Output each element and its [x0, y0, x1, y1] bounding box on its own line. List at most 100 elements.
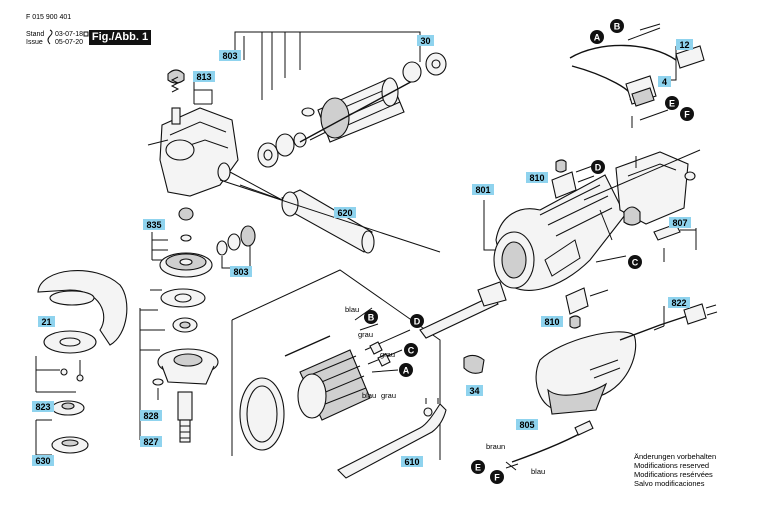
- marker-a-mid: A: [399, 363, 413, 377]
- svg-text:810: 810: [544, 317, 559, 327]
- switch-screw-long: [639, 109, 669, 121]
- svg-text:827: 827: [143, 437, 158, 447]
- switch-rod: [419, 295, 499, 339]
- stator-frame: [231, 269, 441, 460]
- svg-text:E: E: [669, 99, 675, 109]
- circlip: [180, 234, 192, 242]
- label-810-lower: 810: [541, 316, 563, 327]
- axis-line-2: [219, 179, 441, 253]
- cord-screw: [653, 325, 665, 331]
- lock-button: [167, 69, 185, 84]
- field-coil: [297, 349, 371, 421]
- stand-label: Stand: [26, 31, 45, 38]
- svg-text:12: 12: [679, 40, 689, 50]
- modification-notes: Änderungen vorbehalten Modifications res…: [634, 452, 716, 488]
- spindle: [177, 391, 193, 443]
- svg-text:F: F: [684, 110, 690, 120]
- label-34: 34: [466, 385, 483, 396]
- wire-end-a: [627, 27, 661, 41]
- wheel-guard: [37, 270, 128, 346]
- spring: [170, 76, 180, 93]
- housing-edge-line: [583, 149, 701, 201]
- brush-holder-lower: [565, 287, 589, 315]
- svg-text:B: B: [368, 313, 375, 323]
- svg-text:807: 807: [672, 218, 687, 228]
- issue-date: 05-07-20: [55, 39, 84, 46]
- marker-e-top: E: [665, 96, 679, 110]
- marker-f-bottom: F: [490, 470, 504, 484]
- fan-washer: [301, 107, 315, 117]
- cable-harness-lower: [571, 65, 633, 101]
- label-807: 807: [669, 217, 691, 228]
- svg-text:E: E: [475, 463, 481, 473]
- label-810-top: 810: [526, 172, 548, 183]
- svg-text:C: C: [632, 258, 639, 268]
- label-620: 620: [334, 207, 356, 218]
- label-630: 630: [32, 455, 54, 466]
- wire-text-blau-2: blau: [362, 391, 376, 400]
- gear-flange: [157, 348, 219, 385]
- gear-housing: [159, 107, 239, 197]
- svg-text:835: 835: [146, 220, 161, 230]
- svg-text:C: C: [408, 346, 415, 356]
- figure-label: Fig./Abb. 1: [89, 30, 151, 45]
- svg-text:822: 822: [671, 298, 686, 308]
- svg-text:21: 21: [41, 317, 51, 327]
- leader-813: [193, 80, 213, 105]
- label-823: 823: [32, 401, 54, 412]
- leader-801: [483, 200, 613, 251]
- armature: [257, 52, 447, 168]
- svg-text:810: 810: [529, 173, 544, 183]
- mains-plug: [683, 303, 707, 325]
- svg-text:803: 803: [233, 267, 248, 277]
- stand-bracket: [47, 29, 53, 45]
- switch-housing: [615, 151, 696, 226]
- issue-label: Issue: [26, 39, 43, 46]
- label-610: 610: [401, 456, 423, 467]
- auxiliary-handle: [239, 184, 375, 254]
- svg-text:828: 828: [143, 411, 158, 421]
- cable-harness-12: [569, 44, 677, 61]
- wire-text-grau-2: grau: [380, 350, 395, 359]
- svg-text:803: 803: [222, 51, 237, 61]
- svg-text:F: F: [494, 473, 500, 483]
- label-803: 803: [219, 50, 241, 61]
- wire-end-b: [639, 23, 661, 31]
- bushing: [178, 207, 194, 221]
- wire-text-braun: braun: [486, 442, 505, 451]
- wire-text-grau-3: grau: [381, 391, 396, 400]
- leader-12-4: [668, 46, 677, 81]
- armature-screw: [309, 131, 327, 141]
- switch-slider: [463, 354, 485, 374]
- washer: [152, 378, 164, 386]
- pinion-washer: [216, 240, 228, 256]
- housing-screw: [147, 139, 169, 146]
- pin-spanner: [337, 398, 447, 479]
- svg-text:801: 801: [475, 185, 490, 195]
- label-801: 801: [472, 184, 494, 195]
- label-803-lower: 803: [230, 266, 252, 277]
- marker-c-mid: C: [404, 343, 418, 357]
- leader-823: [35, 356, 76, 393]
- svg-text:B: B: [614, 22, 621, 32]
- svg-text:630: 630: [35, 456, 50, 466]
- marker-d-top: D: [591, 160, 605, 174]
- wire-text-grau-1: grau: [358, 330, 373, 339]
- label-805: 805: [516, 419, 538, 430]
- lock-pin: [171, 107, 181, 125]
- label-835: 835: [143, 219, 165, 230]
- handle-cover: [535, 331, 637, 415]
- label-822: 822: [668, 297, 690, 308]
- note-en: Modifications reserved: [634, 461, 710, 470]
- pinion-gear: [240, 225, 256, 247]
- stator-screw: [284, 335, 331, 357]
- marker-a-top: A: [590, 30, 604, 44]
- svg-text:620: 620: [337, 208, 352, 218]
- axis-line: [229, 171, 283, 201]
- label-827: 827: [140, 436, 162, 447]
- note-de: Änderungen vorbehalten: [634, 452, 717, 461]
- svg-text:D: D: [595, 163, 602, 173]
- label-828: 828: [140, 410, 162, 421]
- svg-text:A: A: [403, 366, 410, 376]
